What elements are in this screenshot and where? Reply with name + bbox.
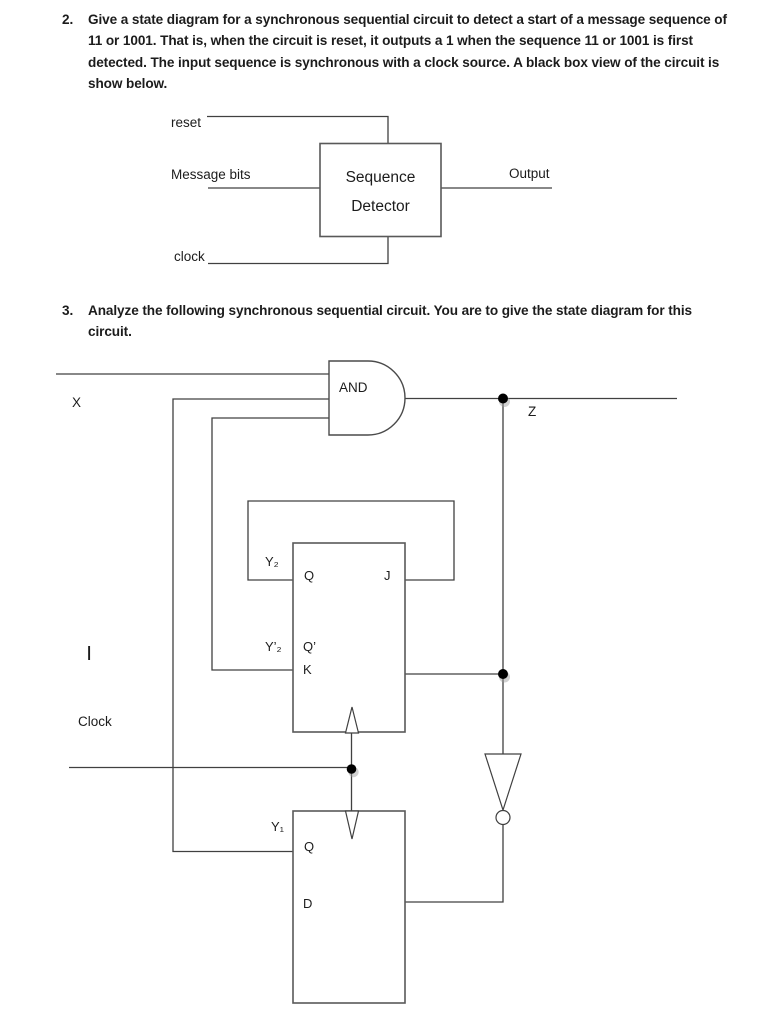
wire-d-input bbox=[405, 825, 504, 903]
reset-wire bbox=[207, 115, 389, 144]
text-cursor-mark: | bbox=[87, 644, 92, 661]
inverter-bubble bbox=[495, 809, 511, 826]
question-2-line-3: detected. The input sequence is synchron… bbox=[88, 54, 720, 70]
wire-q-to-j-loop bbox=[247, 500, 455, 581]
question-2-line-1: Give a state diagram for a synchronous s… bbox=[88, 12, 727, 27]
question-3-line-1: Analyze the following synchronous sequen… bbox=[88, 303, 692, 318]
question-2-number: 2. bbox=[62, 12, 74, 27]
output-label: Output bbox=[509, 166, 550, 181]
clock-label-q2: clock bbox=[174, 249, 205, 264]
wire-y2prime-feedback bbox=[211, 417, 329, 671]
clock-wire-q2 bbox=[208, 236, 389, 265]
wire-y1-feedback bbox=[172, 398, 329, 853]
jk-flipflop-box bbox=[292, 542, 406, 733]
sequence-detector-title-line2: Detector bbox=[351, 198, 410, 215]
question-3-number: 3. bbox=[62, 303, 74, 318]
clock-arrow-d bbox=[344, 810, 360, 840]
jk-k-label: K bbox=[303, 662, 312, 677]
question-3-line-2: circuit. bbox=[88, 324, 132, 340]
jk-j-label: J bbox=[384, 568, 391, 583]
y2-label: Y₂ bbox=[265, 554, 279, 569]
y2-prime-label: Y’₂ bbox=[265, 639, 282, 654]
z-output-label: Z bbox=[528, 404, 537, 419]
and-gate-label: AND bbox=[339, 380, 368, 395]
jk-q-label: Q bbox=[304, 568, 315, 583]
jk-q-prime-label: Q’ bbox=[303, 639, 316, 654]
y1-label: Y₁ bbox=[271, 819, 285, 834]
message-bits-label: Message bits bbox=[171, 167, 251, 182]
clock-arrow-jk bbox=[344, 706, 360, 734]
clock-label-q3: Clock bbox=[78, 714, 112, 729]
inverter-triangle bbox=[484, 753, 522, 812]
sequence-detector-title-line1: Sequence bbox=[345, 169, 416, 186]
question-2-line-4: show below. bbox=[88, 76, 168, 92]
d-q-label: Q bbox=[304, 839, 315, 854]
question-2-line-2: 11 or 1001. That is, when the circuit is… bbox=[88, 33, 693, 49]
junction-dot-z bbox=[498, 393, 508, 404]
x-input-label: X bbox=[72, 395, 82, 410]
sequence-detector-box bbox=[319, 142, 442, 238]
reset-label: reset bbox=[171, 115, 202, 130]
d-d-label: D bbox=[303, 896, 313, 911]
junction-dot-clock bbox=[346, 764, 357, 774]
junction-dot-k bbox=[498, 669, 508, 679]
and-gate-shape bbox=[328, 360, 406, 436]
d-flipflop-box bbox=[292, 810, 406, 1004]
